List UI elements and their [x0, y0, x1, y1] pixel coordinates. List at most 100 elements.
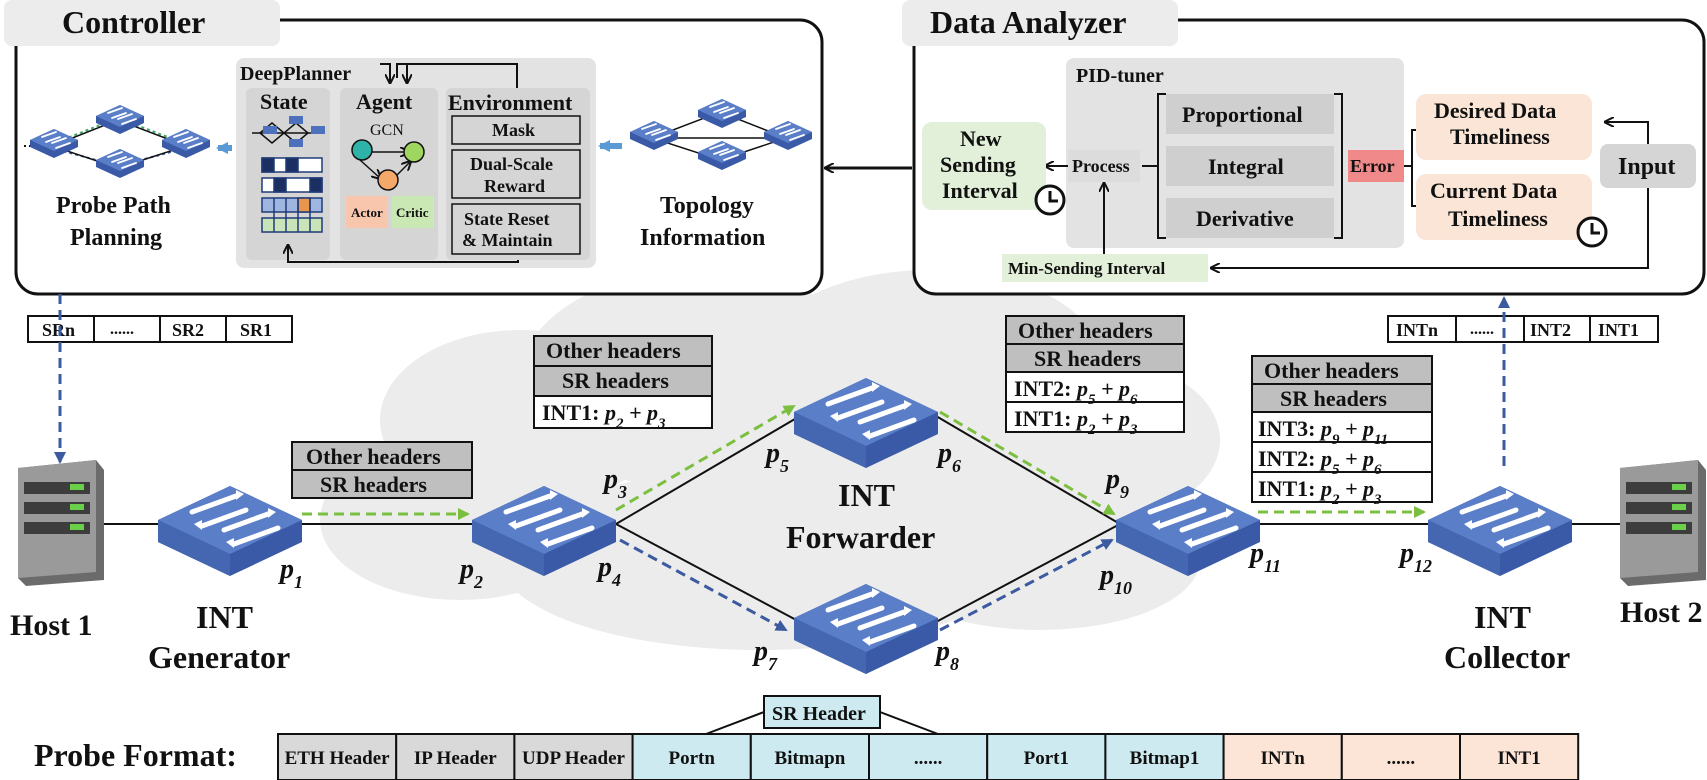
env-mask-box: [451, 115, 581, 145]
env-reset-line1: State Reset: [464, 209, 549, 229]
sr-list-item: SR2: [172, 320, 204, 340]
state-mini-topology: [252, 116, 325, 147]
forwarder-label-line1: INT: [838, 477, 895, 513]
other-headers-label: Other headers: [1018, 318, 1153, 343]
port-label-p1: p1: [278, 554, 303, 592]
desired-timeliness-line2: Timeliness: [1450, 124, 1550, 149]
host2-server-icon: [1620, 460, 1706, 586]
sr-headers-label: SR headers: [320, 472, 427, 497]
new-sending-interval-line3: Interval: [942, 178, 1018, 203]
probe-field-label: ETH Header: [285, 748, 391, 769]
other-headers-label: Other headers: [546, 338, 681, 363]
clock-icon: [1034, 184, 1066, 216]
derivative-box: [1166, 198, 1334, 238]
probe-field-label: INTn: [1261, 748, 1306, 769]
header-stack-p3: Other headers SR headers INT1: p2 + p3: [533, 335, 713, 432]
sr-header-label: SR Header: [772, 703, 866, 725]
environment-label: Environment: [448, 90, 573, 115]
critic-box: [392, 196, 434, 228]
env-reward-line2: Reward: [484, 176, 545, 196]
int-list-item: INTn: [1396, 320, 1438, 340]
integral-label: Integral: [1208, 154, 1284, 179]
int1-row: INT1: p2 + p3: [1014, 406, 1138, 438]
error-box: [1348, 150, 1404, 182]
min-sending-interval-box: [1002, 254, 1208, 282]
sr-list-item: ......: [110, 321, 134, 338]
current-timeliness-box: [1416, 174, 1592, 240]
host2-label: Host 2: [1620, 596, 1703, 629]
port-label-p12: p12: [1398, 538, 1432, 576]
input-box: [1600, 144, 1696, 188]
probe-field-box: [868, 733, 989, 780]
env-mask-label: Mask: [492, 120, 535, 140]
sr-headers-label: SR headers: [1034, 346, 1141, 371]
integral-box: [1166, 146, 1334, 186]
new-sending-interval-box: [922, 122, 1046, 210]
sr-list-item: SR1: [240, 320, 272, 340]
actor-label: Actor: [351, 205, 383, 220]
probe-field-box: [631, 733, 752, 780]
current-timeliness-line1: Current Data: [1430, 178, 1557, 203]
host1-label: Host 1: [10, 609, 93, 642]
other-headers-label: Other headers: [306, 444, 441, 469]
collector-label-line2: Collector: [1444, 639, 1570, 675]
header-stack-p11: Other headers SR headers INT3: p9 + p11 …: [1251, 355, 1433, 508]
switch-collector: [1428, 486, 1572, 576]
int-list-item: ......: [1470, 321, 1494, 338]
probe-format-sr-header: SR Header: [705, 695, 939, 735]
generator-label-line1: INT: [196, 599, 253, 635]
critic-label: Critic: [396, 205, 429, 220]
proportional-label: Proportional: [1182, 102, 1303, 127]
desired-timeliness-box: [1416, 94, 1592, 160]
min-sending-interval-label: Min-Sending Interval: [1008, 259, 1166, 278]
process-label: Process: [1072, 156, 1130, 176]
error-label: Error: [1350, 156, 1395, 176]
analyzer-title: Data Analyzer: [930, 4, 1126, 40]
probe-field-box: [513, 733, 634, 780]
probe-format-fields: ETH Header IP Header UDP Header Portn Bitmap…: [277, 733, 1580, 780]
generator-label-line2: Generator: [148, 639, 290, 675]
topology-information-line2: Information: [640, 225, 765, 251]
deepplanner-label: DeepPlanner: [240, 63, 351, 85]
probe-paths: [302, 404, 1426, 632]
int1-row: INT1: p2 + p3: [1258, 476, 1382, 508]
probe-field-label: ......: [1387, 748, 1416, 769]
input-label: Input: [1618, 154, 1675, 180]
current-timeliness-line2: Timeliness: [1448, 206, 1548, 231]
probe-path-planning-line1: Probe Path: [56, 193, 171, 219]
forwarder-label-line2: Forwarder: [786, 519, 935, 555]
proportional-box: [1166, 94, 1334, 134]
actor-box: [346, 196, 388, 228]
probe-field-box: [749, 733, 870, 780]
host1-server-icon: [18, 460, 104, 586]
probe-field-box: [277, 733, 398, 780]
controller-panel: Controller DeepPlanner State: [4, 0, 824, 296]
probe-field-box: [986, 733, 1107, 780]
port-label-p8: p8: [934, 636, 959, 674]
derivative-label: Derivative: [1196, 206, 1294, 231]
probe-path-planning-line2: Planning: [70, 225, 162, 251]
gcn-graph-icon: [351, 139, 425, 191]
desired-timeliness-line1: Desired Data: [1434, 98, 1556, 123]
env-reward-line1: Dual-Scale: [470, 154, 553, 174]
int-list: INTn ...... INT2 INT1: [1387, 315, 1659, 343]
probe-field-label: INT1: [1497, 748, 1540, 769]
probe-field-label: Bitmap1: [1130, 748, 1200, 769]
probe-field-box: [1459, 733, 1580, 780]
agent-label: Agent: [356, 89, 413, 114]
probe-field-label: IP Header: [414, 748, 497, 769]
probe-format-label: Probe Format:: [34, 737, 237, 773]
probe-field-label: Portn: [668, 748, 715, 769]
other-headers-label: Other headers: [1264, 358, 1399, 383]
network-links: [104, 415, 1620, 623]
probe-field-label: UDP Header: [522, 748, 625, 769]
header-stack-generator: Other headers SR headers: [291, 441, 473, 499]
env-reset-line2: & Maintain: [462, 230, 553, 250]
analyzer-panel: Data Analyzer PID-tuner Proportional Int…: [902, 0, 1706, 296]
probe-field-box: [395, 733, 516, 780]
port-label-p11: p11: [1248, 538, 1281, 576]
probe-field-label: Bitmapn: [775, 748, 846, 769]
probe-field-label: Port1: [1024, 748, 1069, 769]
int-list-item: INT2: [1530, 320, 1571, 340]
probe-field-box: [1222, 733, 1343, 780]
